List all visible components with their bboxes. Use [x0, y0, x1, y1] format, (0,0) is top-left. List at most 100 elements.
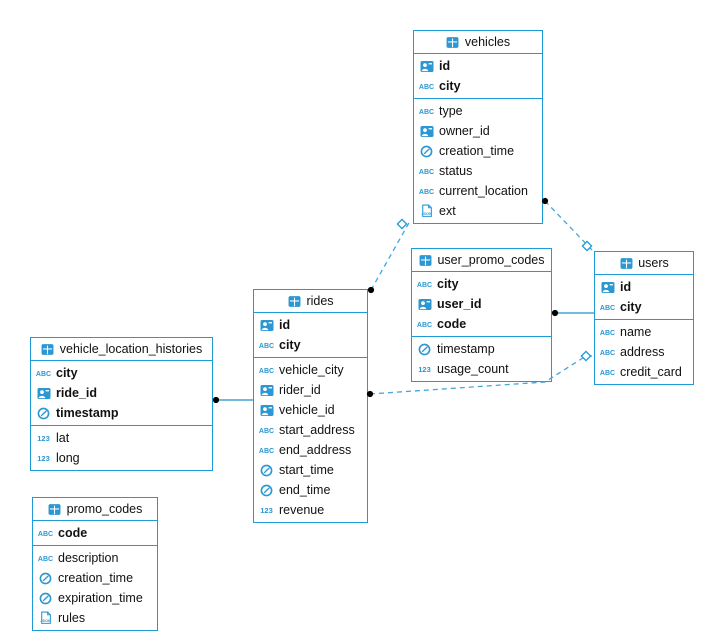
column-row-creation_time[interactable]: creation_time	[33, 568, 157, 588]
svg-text:ABC: ABC	[259, 343, 274, 350]
connection-diamond-endpoint	[396, 218, 408, 230]
connection-vehicles-to-users[interactable]	[544, 200, 593, 251]
column-row-owner_id[interactable]: owner_id	[414, 121, 542, 141]
table-header-user_promo_codes[interactable]: user_promo_codes	[412, 249, 551, 272]
abc-icon: ABC	[259, 428, 274, 435]
id-type-icon	[259, 403, 274, 417]
number-123-icon: 123	[260, 506, 273, 515]
column-row-user_id[interactable]: user_id	[412, 294, 551, 314]
svg-text:123: 123	[418, 365, 431, 374]
table-icon	[446, 36, 459, 48]
column-row-id[interactable]: id	[595, 277, 693, 297]
svg-text:JSON: JSON	[421, 211, 432, 216]
svg-text:ABC: ABC	[36, 371, 51, 378]
table-icon	[41, 343, 55, 356]
column-name: id	[439, 59, 451, 73]
clock-type-icon	[259, 483, 274, 497]
connection-diamond-endpoint	[581, 240, 593, 252]
column-name: status	[439, 164, 473, 178]
table-header-rides[interactable]: rides	[254, 290, 367, 313]
table-icon	[620, 257, 633, 269]
table-header-vehicle_location_histories[interactable]: vehicle_location_histories	[31, 338, 212, 361]
svg-text:ABC: ABC	[419, 84, 434, 91]
id-icon	[260, 404, 273, 416]
column-name: creation_time	[58, 571, 134, 585]
table-header-users[interactable]: users	[595, 252, 693, 275]
abc-type-icon: ABC	[419, 79, 434, 93]
column-row-id[interactable]: id	[414, 56, 542, 76]
abc-icon: ABC	[36, 371, 51, 378]
column-row-id[interactable]: id	[254, 315, 367, 335]
clock-type-icon	[417, 342, 432, 356]
column-row-creation_time[interactable]: creation_time	[414, 141, 542, 161]
column-row-usage_count[interactable]: 123 usage_count	[412, 359, 551, 379]
column-row-timestamp[interactable]: timestamp	[31, 403, 212, 423]
table-header-promo_codes[interactable]: promo_codes	[33, 498, 157, 521]
num-type-icon: 123	[417, 362, 432, 376]
table-name: users	[638, 256, 669, 270]
id-icon	[601, 281, 614, 293]
column-row-timestamp[interactable]: timestamp	[412, 339, 551, 359]
abc-type-icon: ABC	[417, 277, 432, 291]
column-name: id	[279, 318, 291, 332]
connection-rides-to-vehicles[interactable]	[370, 220, 411, 291]
clock-icon	[260, 464, 273, 476]
clock-type-icon	[36, 406, 51, 420]
column-row-city[interactable]: ABC city	[31, 363, 212, 383]
column-row-ride_id[interactable]: ride_id	[31, 383, 212, 403]
column-row-expiration_time[interactable]: expiration_time	[33, 588, 157, 608]
abc-type-icon: ABC	[36, 366, 51, 380]
id-icon	[420, 125, 433, 137]
number-123-icon: 123	[37, 454, 50, 463]
abc-type-icon: ABC	[259, 363, 274, 377]
id-icon	[260, 384, 273, 396]
column-name: city	[56, 366, 78, 380]
column-name: vehicle_id	[279, 403, 335, 417]
column-row-end_time[interactable]: end_time	[254, 480, 367, 500]
json-type-icon: JSON	[419, 204, 434, 218]
columns-section: timestamp 123 usage_count	[412, 337, 551, 381]
table-icon	[619, 257, 633, 270]
abc-icon: ABC	[419, 189, 434, 196]
abc-icon: ABC	[38, 556, 53, 563]
column-name: usage_count	[437, 362, 509, 376]
table-header-vehicles[interactable]: vehicles	[414, 31, 542, 54]
column-name: code	[58, 526, 88, 540]
clock-icon	[37, 407, 50, 419]
column-row-start_time[interactable]: start_time	[254, 460, 367, 480]
abc-type-icon: ABC	[600, 325, 615, 339]
column-row-rider_id[interactable]: rider_id	[254, 380, 367, 400]
column-row-vehicle_id[interactable]: vehicle_id	[254, 400, 367, 420]
column-name: address	[620, 345, 665, 359]
